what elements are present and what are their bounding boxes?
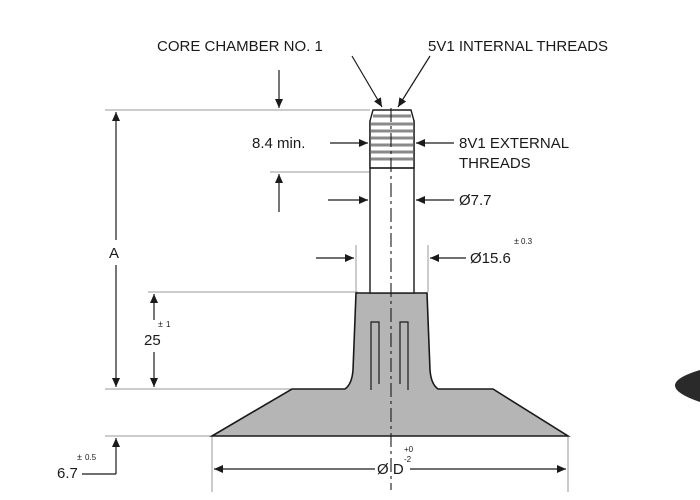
valve-body (209, 292, 571, 437)
collar-slots (370, 321, 409, 390)
base-height-tolerance-sign: ± (158, 319, 163, 329)
stem-diameter-label: Ø7.7 (459, 192, 492, 209)
internal-threads-label: 5V1 INTERNAL THREADS (428, 38, 608, 55)
flange-thickness-tolerance-sign: ± (77, 452, 82, 462)
internal-threads-leader (397, 55, 431, 108)
collar-tolerance-sign: ± (514, 236, 519, 246)
collar-tolerance-value: 0.3 (521, 237, 533, 246)
min-length-label: 8.4 min. (252, 135, 305, 152)
dimension-a-label: A (109, 245, 119, 262)
left-slot (370, 321, 380, 390)
right-slot (399, 321, 409, 390)
core-chamber-leader (351, 55, 383, 108)
edge-fragment-shape (675, 370, 700, 402)
external-threads-label-line2: THREADS (459, 155, 531, 172)
thread-marks (371, 114, 413, 161)
base-diameter-tolerance-upper: +0 (404, 445, 414, 454)
extension-lines (105, 109, 569, 492)
collar-diameter-label: Ø15.6 (470, 250, 511, 267)
base-height-label: 25 (144, 332, 161, 349)
flange-thickness-tolerance-value: 0.5 (85, 453, 97, 462)
base-diameter-label: Ø D (377, 461, 404, 478)
base-diameter-tolerance-lower: -2 (404, 455, 412, 464)
base-height-tolerance-value: 1 (166, 320, 171, 329)
stem-thread-section (369, 109, 415, 169)
external-threads-label-line1: 8V1 EXTERNAL (459, 135, 569, 152)
flange-thickness-label: 6.7 (57, 465, 78, 482)
core-chamber-label: CORE CHAMBER NO. 1 (157, 38, 323, 55)
